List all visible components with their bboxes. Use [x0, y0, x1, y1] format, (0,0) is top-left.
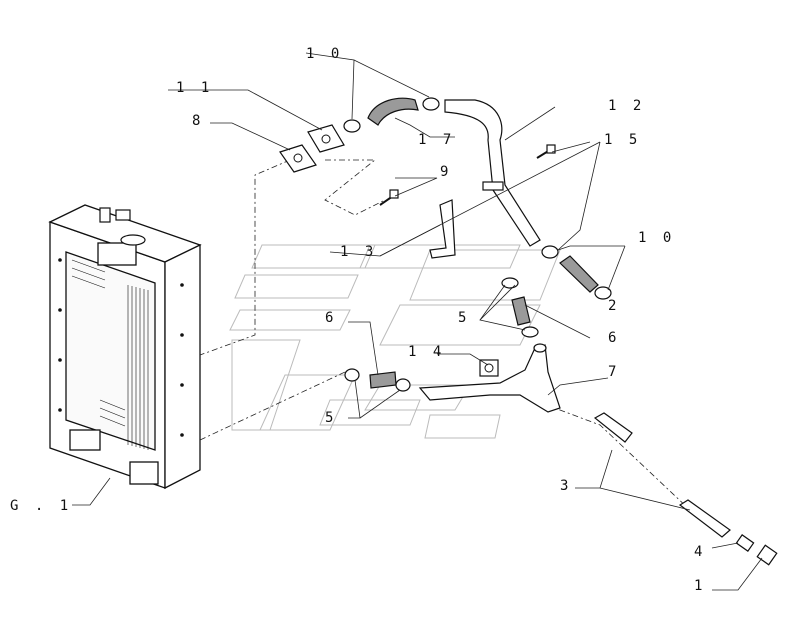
callout-1: 1: [694, 578, 706, 594]
callout-2: 2: [608, 298, 620, 314]
callout-labels: 1 0 1 1 8 1 2 1 7 1 5 9 1 3 1 0 2 6 5 6 …: [10, 46, 706, 594]
upper-hose: [343, 97, 440, 133]
callout-3: 3: [560, 478, 572, 494]
callout-9: 9: [440, 164, 452, 180]
callout-5-top: 5: [458, 310, 470, 326]
callout-10-right: 1 0: [638, 230, 675, 246]
callout-8: 8: [192, 113, 204, 129]
background-watermark: [229, 244, 561, 439]
callout-15: 1 5: [604, 132, 641, 148]
callout-17: 1 7: [418, 132, 455, 148]
callout-6-left: 6: [325, 310, 337, 326]
callout-11: 1 1: [176, 80, 213, 96]
elbow-fitting: [479, 359, 499, 377]
center-hose-set: [501, 277, 539, 338]
gasket-flanges: [279, 124, 345, 173]
callout-7: 7: [608, 364, 620, 380]
upper-pipe: [429, 99, 541, 259]
leader-lines: [72, 52, 763, 591]
bolts: [379, 144, 556, 206]
callout-12: 1 2: [608, 98, 645, 114]
callout-14: 1 4: [408, 344, 445, 360]
callout-g1: G . 1: [10, 498, 72, 514]
right-hose-set: [541, 245, 612, 300]
radiator-assembly: [48, 204, 202, 490]
callout-4: 4: [694, 544, 706, 560]
left-hose-set: [344, 368, 411, 392]
drain-assembly: [593, 412, 778, 566]
callout-6-right: 6: [608, 330, 620, 346]
callout-5-bottom: 5: [325, 410, 337, 426]
callout-13: 1 3: [340, 244, 377, 260]
callout-10-top: 1 0: [306, 46, 343, 62]
